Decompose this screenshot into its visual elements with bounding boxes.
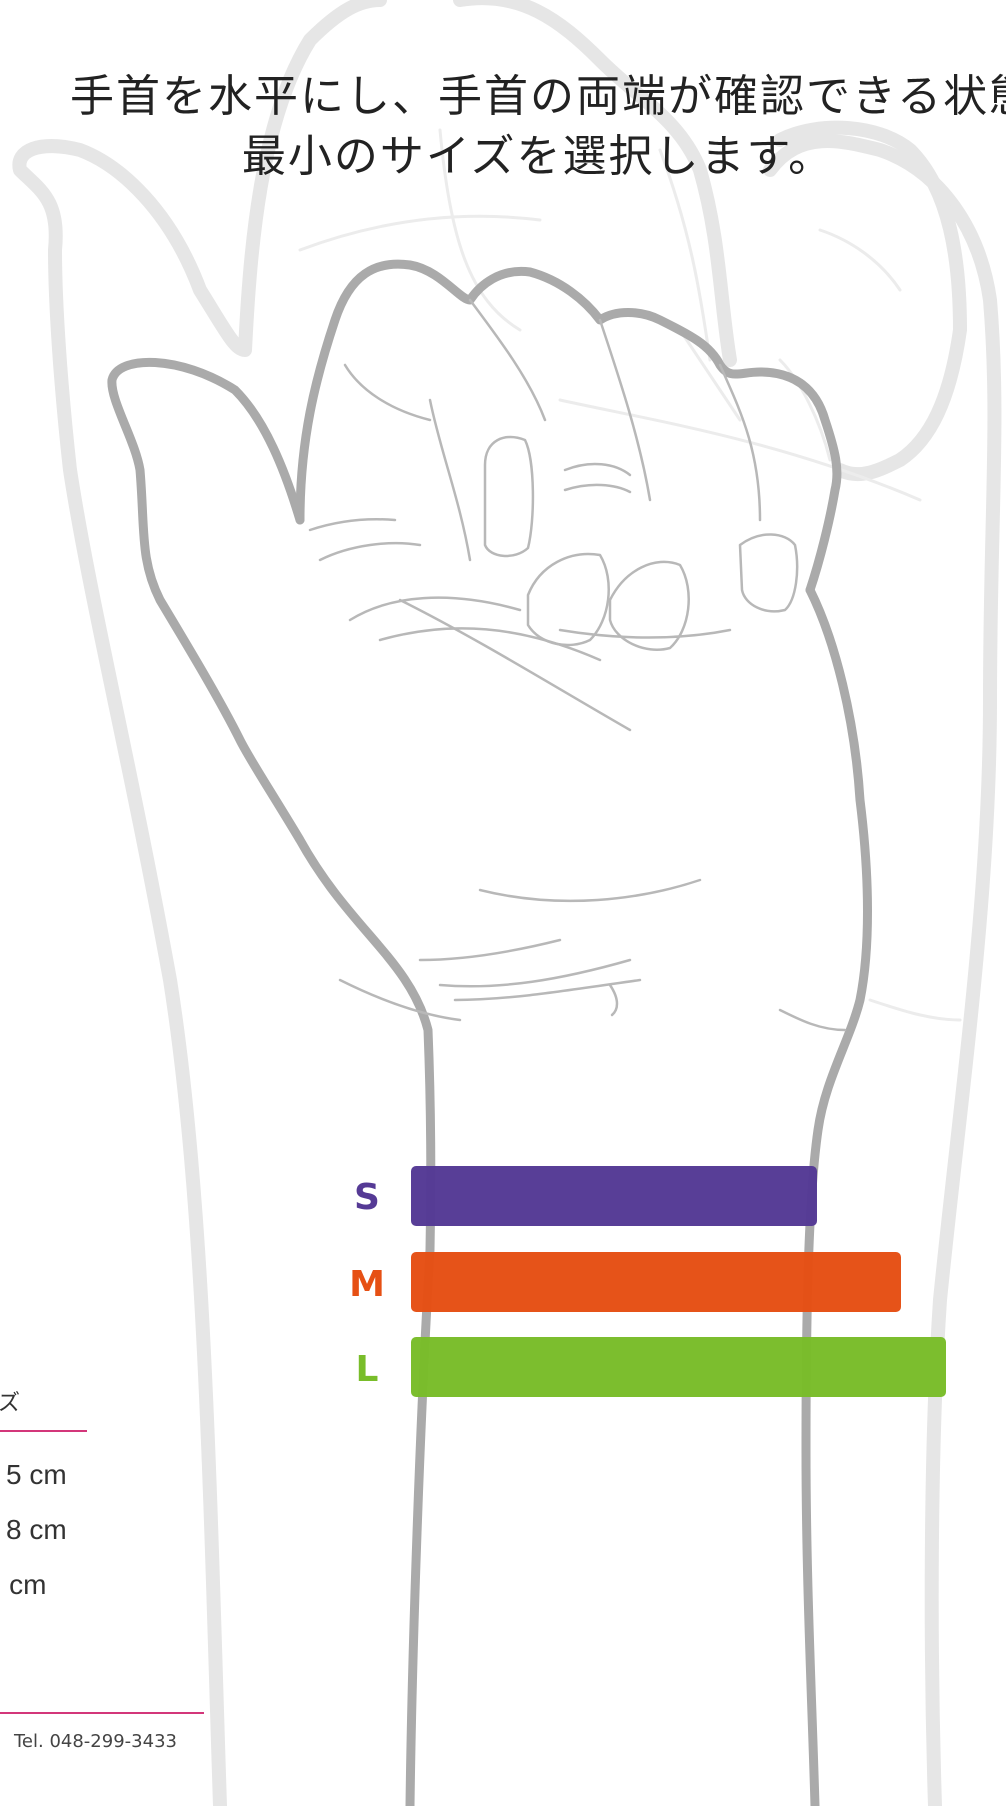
contact-rule — [0, 1712, 204, 1714]
size-table-row-s: 5 cm — [6, 1459, 67, 1491]
size-table-header-rule — [0, 1430, 87, 1432]
size-band-l — [411, 1337, 946, 1397]
size-table-row-l: ) cm — [0, 1569, 46, 1601]
size-table-row-m: 8 cm — [6, 1514, 67, 1546]
instruction-line-2: 最小のサイズを選択します。 — [70, 130, 1006, 184]
size-label-m: M — [340, 1263, 394, 1307]
size-label-s: S — [340, 1176, 394, 1220]
hand-details — [310, 300, 845, 1030]
hand-outline — [112, 264, 868, 1806]
size-band-s — [411, 1166, 817, 1226]
size-label-l: L — [340, 1348, 394, 1392]
size-band-m — [411, 1252, 901, 1312]
instruction-line-1: 手首を水平にし、手首の両端が確認できる状態 — [70, 70, 1006, 124]
contact-tel: Tel. 048-299-3433 — [14, 1731, 177, 1753]
size-table-header: ズ — [0, 1388, 20, 1420]
